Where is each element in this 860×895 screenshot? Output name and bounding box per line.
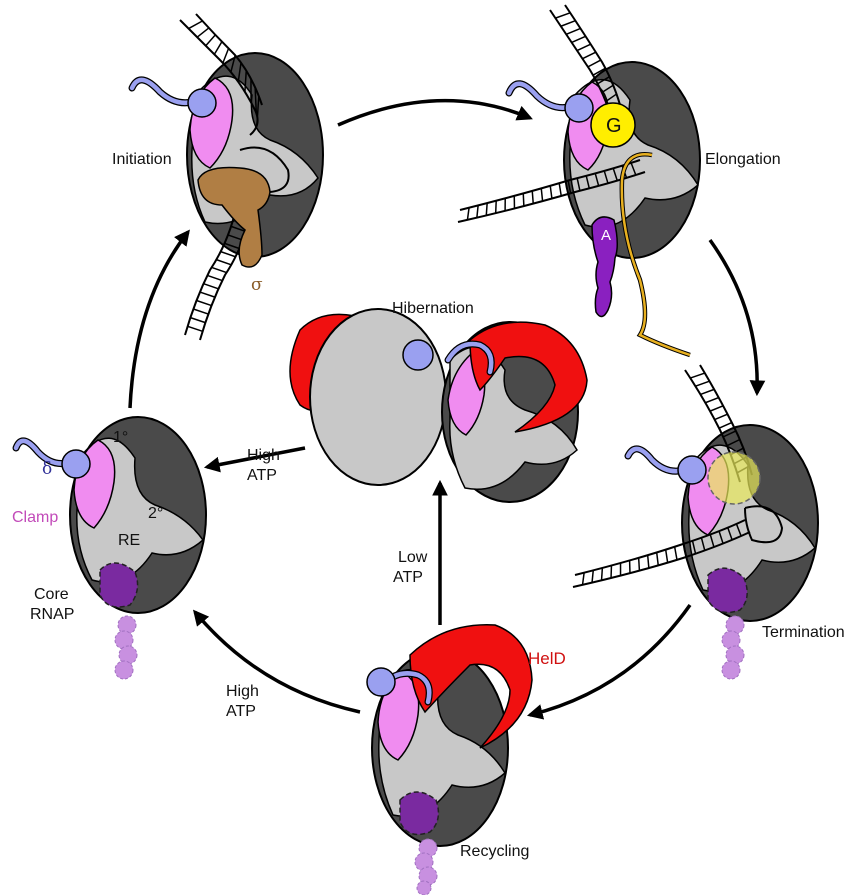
low-atp-line1: Low [398,549,428,566]
hibernation-label: Hibernation [392,300,474,317]
dna-rung [486,203,487,215]
c-terminal-tail [115,616,137,679]
delta-subunit [62,450,90,478]
dna-rung [566,28,580,34]
high-atp-upper-line2: ATP [247,467,277,484]
dna-rung [207,275,222,280]
dna-rung [602,568,603,580]
dna-rung [206,35,216,46]
delta-subunit [188,89,216,117]
dna-rung [559,183,561,196]
dna-rung [588,60,601,67]
delta-label: δ [42,459,52,479]
high-atp-upper-line1: High [247,447,280,464]
initiation-label: Initiation [112,151,172,168]
dna-rung [715,414,728,419]
dna-rung [532,191,533,204]
primary-channel-label: 1° [113,429,128,446]
termination-label: Termination [762,624,845,641]
a-label: A [601,227,611,244]
held-label: HelD [528,649,566,668]
delta-subunit [403,340,433,370]
dna-rung [582,52,595,59]
termination-complex: Termination [573,365,845,679]
dna-rung [719,423,732,429]
c-terminal-tail [415,839,437,895]
termination-bubble [708,452,760,504]
clamp-label: Clamp [12,509,58,526]
arrow-recycling-to-core [195,612,360,712]
dna-rung [550,186,552,199]
core-rnap: δ 1° 2° Clamp RE Core RNAP [12,417,206,679]
dna-rung [204,284,219,289]
dna-rung [695,381,709,386]
dna-rung [592,570,593,582]
dna-rung [214,42,222,55]
gre-label: G [606,115,622,137]
dna-rung [700,389,714,394]
low-atp-line2: ATP [393,569,423,586]
re-label: RE [118,532,140,549]
hibernation-dimer: Hibernation [290,300,587,502]
c-terminal-tail [722,616,744,679]
recycling-complex: HelD Recycling [367,625,566,895]
dna-rung [639,558,640,571]
dna-rung [197,300,212,305]
dna-rung [216,260,231,265]
dna-rung [657,552,659,565]
rnap-left [310,309,446,485]
dna-rung [523,193,524,206]
dna-rung [710,406,723,411]
delta-subunit [367,668,395,696]
dna-rung [190,318,205,323]
dna-rung [572,36,586,42]
dna-rung [648,555,649,568]
dna-rung [675,547,677,560]
dna-rung [197,28,209,37]
dna-rung [561,21,576,27]
arrow-initiation-to-elongation [338,101,530,125]
dna-rung [212,267,227,272]
dna-rung [189,21,203,29]
dna-rung [467,208,469,220]
elongation-label: Elongation [705,151,781,168]
sigma-label: σ [251,275,263,295]
delta-subunit [678,456,706,484]
initiation-complex: Initiation σ [112,14,323,340]
elongation-complex: G A Elongation [458,5,781,355]
dna-rung [188,326,203,331]
high-atp-lower-line2: ATP [226,703,256,720]
delta-subunit [565,94,593,122]
arrow-core-to-initiation [130,232,188,408]
dna-rung [541,188,542,201]
dna-rung [577,44,591,50]
recycling-label: Recycling [460,843,529,860]
dna-rung [555,13,570,18]
dna-rung [666,550,668,563]
core-rnap-label-line2: RNAP [30,606,74,623]
dna-rung [200,292,215,297]
dna-rung [690,373,705,378]
core-domain [400,792,438,834]
arrow-elongation-to-termination [710,240,757,393]
dna-rung [477,205,478,217]
core-domain [100,563,138,607]
core-domain [708,568,747,612]
secondary-channel-label: 2° [148,505,163,522]
dna-rung [193,309,208,314]
core-rnap-label-line1: Core [34,586,69,603]
high-atp-lower-line1: High [226,683,259,700]
dna-rung [583,573,585,585]
dna-rung [705,398,718,403]
